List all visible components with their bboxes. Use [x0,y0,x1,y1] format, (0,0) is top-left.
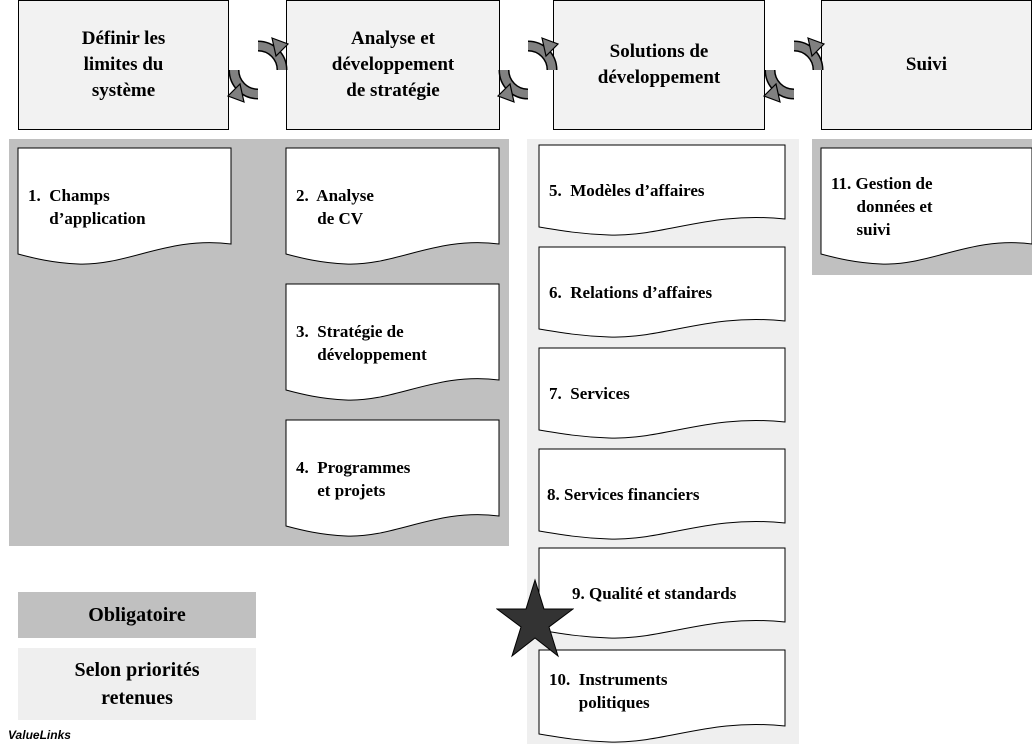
module-label: 7. Services [549,384,630,403]
header-definir-limites: Définir les limites du système [18,0,229,130]
source-label: ValueLinks [8,728,71,742]
optional-zone-solutions [527,139,799,744]
module-label: 3. Stratégie de développement [296,322,427,364]
module-11-gestion-donnees: 11. Gestion de données et suivi [820,147,1032,266]
cycle-arrow-icon [496,37,560,103]
header-solutions: Solutions de développement [553,0,765,130]
module-3-strategie: 3. Stratégie de développement [285,283,500,402]
module-label: 5. Modèles d’affaires [549,181,705,200]
module-label: 1. Champs d’application [28,186,146,228]
header-suivi: Suivi [821,0,1032,130]
module-6-relations-affaires: 6. Relations d’affaires [538,246,786,339]
module-label: 11. Gestion de données et suivi [831,174,933,239]
module-8-services-financiers: 8. Services financiers [538,448,786,541]
header-analyse-strategie: Analyse et développement de stratégie [286,0,500,130]
legend-optional: Selon priorités retenues [18,648,256,720]
cycle-arrow-icon [226,37,290,103]
module-4-programmes: 4. Programmes et projets [285,419,500,538]
module-9-qualite-standards: 9. Qualité et standards [538,547,786,640]
star-icon [496,578,574,658]
module-label: 4. Programmes et projets [296,458,411,500]
legend-mandatory: Obligatoire [18,592,256,638]
module-5-modeles-affaires: 5. Modèles d’affaires [538,144,786,237]
module-label: 8. Services financiers [547,485,700,504]
module-1-champs-application: 1. Champs d’application [17,147,232,266]
module-7-services: 7. Services [538,347,786,440]
module-2-analyse-cv: 2. Analyse de CV [285,147,500,266]
module-label: 6. Relations d’affaires [549,283,713,302]
module-label: 2. Analyse de CV [296,186,374,228]
module-label: 9. Qualité et standards [572,584,737,603]
module-10-instruments-politiques: 10. Instruments politiques [538,649,786,744]
module-label: 10. Instruments politiques [549,670,668,712]
cycle-arrow-icon [762,37,826,103]
